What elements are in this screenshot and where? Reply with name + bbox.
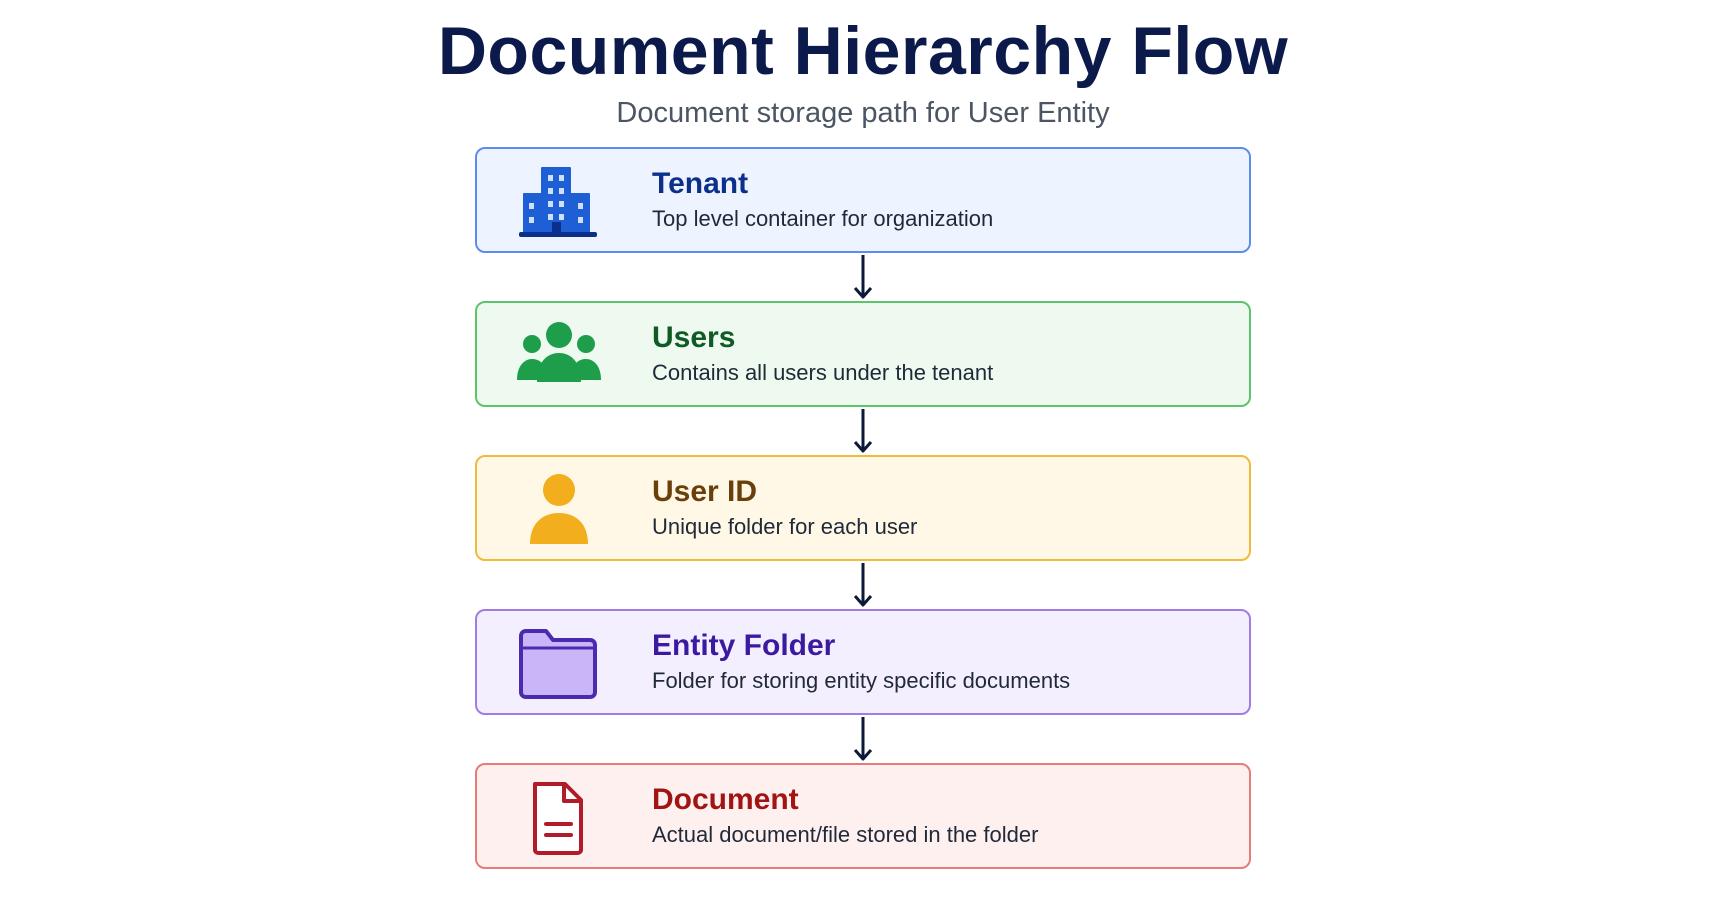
arrow-down-icon [853,255,873,299]
step-description-entity-folder: Folder for storing entity specific docum… [652,668,1071,693]
user-icon [517,472,601,548]
folder-icon [517,626,601,702]
arrow-down-icon [853,717,873,761]
connector-tenant-users [475,253,1251,301]
step-card-user-id: User ID Unique folder for each user [475,455,1251,561]
step-card-users: Users Contains all users under the tenan… [475,301,1251,407]
step-description-document: Actual document/file stored in the folde… [652,822,1039,847]
step-label-entity-folder: Entity Folder [652,629,836,662]
building-icon [517,164,601,240]
diagram-subtitle: Document storage path for User Entity [616,97,1110,129]
users-group-icon [517,318,601,394]
document-icon [517,780,601,856]
step-label-user-id: User ID [652,475,758,508]
step-card-tenant: Tenant Top level container for organizat… [475,147,1251,253]
arrow-down-icon [853,409,873,453]
step-label-users: Users [652,321,736,354]
connector-users-userid [475,407,1251,455]
step-label-document: Document [652,783,799,816]
step-card-entity-folder: Entity Folder Folder for storing entity … [475,609,1251,715]
step-description-users: Contains all users under the tenant [652,360,994,385]
arrow-down-icon [853,563,873,607]
step-description-tenant: Top level container for organization [652,206,994,231]
diagram-title: Document Hierarchy Flow [437,13,1289,89]
step-description-user-id: Unique folder for each user [652,514,918,539]
connector-entity-document [475,715,1251,763]
step-label-tenant: Tenant [652,167,749,200]
hierarchy-flow: Tenant Top level container for organizat… [475,147,1251,869]
connector-userid-entity [475,561,1251,609]
step-card-document: Document Actual document/file stored in … [475,763,1251,869]
